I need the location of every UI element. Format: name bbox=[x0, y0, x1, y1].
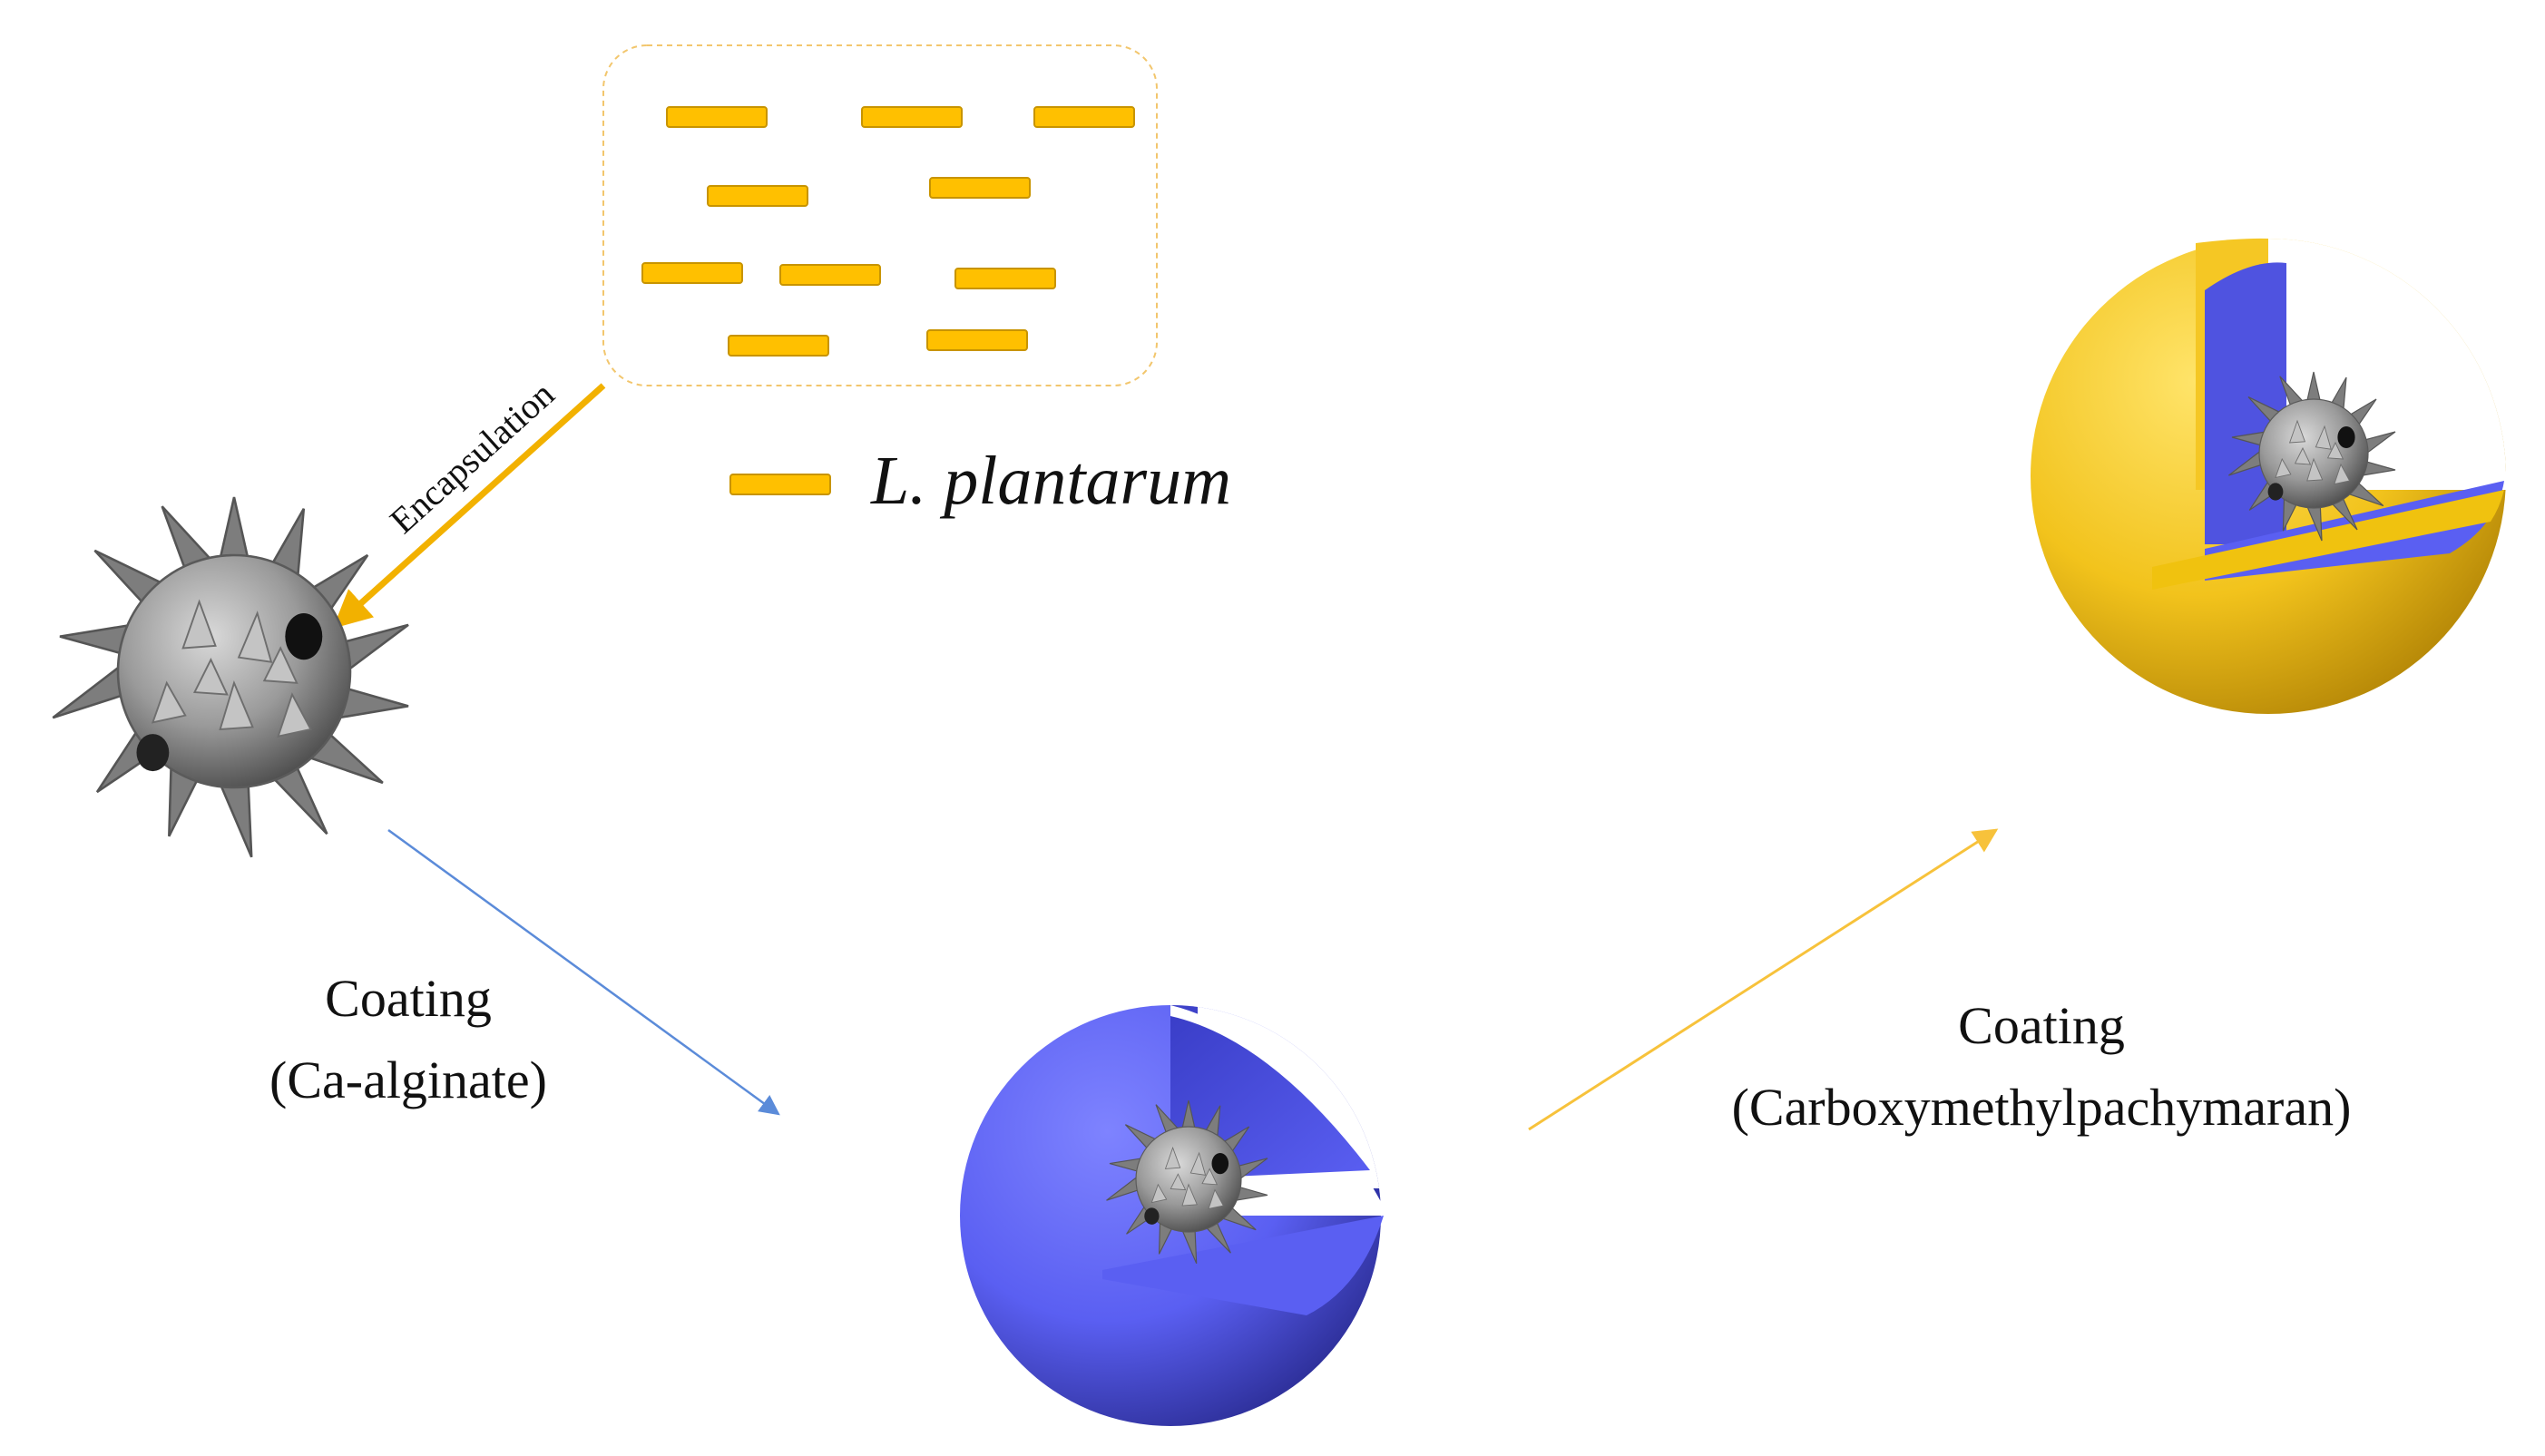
legend-species-label: L. plantarum bbox=[870, 443, 1231, 519]
bacterium-icon bbox=[861, 106, 963, 128]
coating-arrow-2 bbox=[1528, 828, 1999, 1131]
encapsulation-label: Encapsulation bbox=[382, 374, 563, 542]
bacterium-icon bbox=[929, 177, 1031, 199]
bacterium-icon bbox=[779, 264, 881, 286]
legend: L. plantarum bbox=[729, 443, 1231, 519]
bacterium-icon bbox=[926, 329, 1028, 351]
legend-bacterium-icon bbox=[729, 474, 831, 495]
double-coated-particle bbox=[2031, 238, 2506, 714]
alginate-coated-particle bbox=[960, 1005, 1384, 1426]
step1-subtitle: (Ca-alginate) bbox=[269, 1050, 547, 1109]
bacterium-icon bbox=[666, 106, 768, 128]
bacterium-icon bbox=[1033, 106, 1135, 128]
step1-title: Coating bbox=[325, 969, 492, 1028]
bacterium-icon bbox=[641, 262, 743, 284]
encapsulation-arrow: Encapsulation bbox=[332, 374, 606, 629]
bacterium-icon bbox=[707, 185, 808, 207]
bacteria-container bbox=[602, 44, 1158, 386]
step2-title: Coating bbox=[1958, 996, 2125, 1055]
bacterium-icon bbox=[954, 268, 1056, 289]
bacterium-icon bbox=[728, 335, 829, 357]
pollen-grain bbox=[52, 495, 410, 859]
step2-subtitle: (Carboxymethylpachymaran) bbox=[1732, 1078, 2352, 1137]
spiky-pollen-grain-icon bbox=[52, 495, 410, 859]
coating-arrow-1 bbox=[387, 828, 780, 1116]
